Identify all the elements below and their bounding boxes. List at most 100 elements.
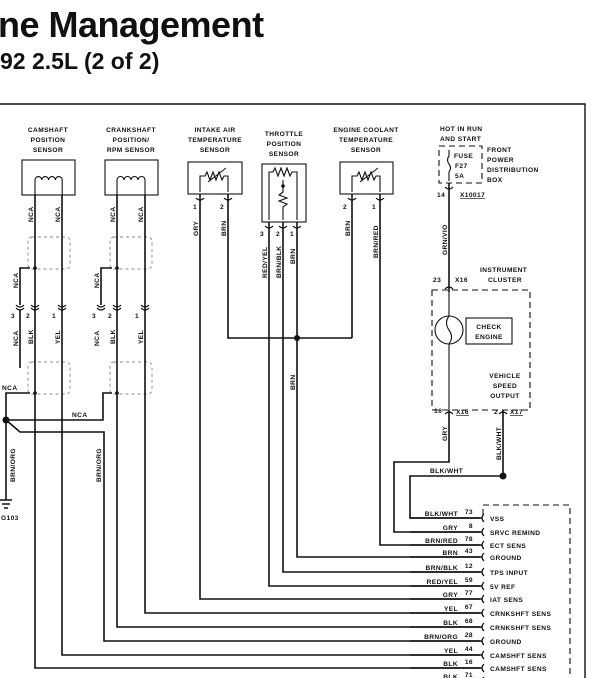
ecm-wire-color: BLK	[443, 661, 458, 668]
connector-terminals	[15, 186, 508, 415]
ecm-row: BLK 71	[443, 672, 485, 678]
pin-23: 23	[433, 277, 441, 284]
power-box-label-2: POWER	[487, 157, 514, 164]
ect-label-2: TEMPERATURE	[339, 137, 393, 144]
engine-coolant-temperature-sensor: ENGINE COOLANT TEMPERATURE SENSOR	[333, 127, 398, 195]
ecm-pin-number: 59	[465, 577, 473, 584]
ecm-terminal	[481, 594, 485, 604]
ecm-wire-color: BRN	[443, 550, 459, 557]
shield-outline	[27, 236, 71, 270]
wire-label: YEL	[55, 330, 62, 344]
wire-ect-brn-red	[379, 194, 482, 546]
pin-label: 1	[290, 231, 294, 238]
wire-tps-brn-blk	[282, 222, 482, 573]
splice-dot	[33, 266, 37, 270]
ecm-terminal	[481, 663, 485, 673]
fuse-rating: 5A	[455, 173, 464, 180]
pin-label: 2	[26, 313, 30, 320]
coil-icon	[116, 175, 146, 195]
wire-label: BRN	[290, 249, 297, 265]
wire-label: NCA	[55, 207, 62, 223]
vss-label-2: SPEED	[493, 383, 517, 390]
ecm-pin-function: CRNKSHFT SENS	[490, 611, 551, 618]
wire-label: BLK/WHT	[430, 468, 463, 475]
thermistor-icon	[199, 167, 229, 192]
ecm-terminal	[481, 567, 485, 577]
wire-label: BRN/BLK	[276, 246, 283, 278]
wire-label: GRY	[193, 221, 200, 236]
tps-label-2: POSITION	[267, 141, 302, 148]
pin-label: 2	[343, 204, 347, 211]
ecm-pin-function: VSS	[490, 516, 505, 523]
wire-label: YEL	[138, 330, 145, 344]
pin-label: 3	[92, 313, 96, 320]
wire-label: NCA	[2, 385, 18, 392]
tps-label-3: SENSOR	[269, 151, 299, 158]
ecm-pin-number: 16	[465, 659, 473, 666]
wire-label: BRN/RED	[373, 225, 380, 258]
ecm-wire-color: RED/YEL	[427, 579, 458, 586]
ecm-pin-function: GROUND	[490, 639, 522, 646]
wire-iat-gry	[199, 194, 482, 600]
ecm-pin-number: 67	[465, 604, 473, 611]
wire-label: RED/YEL	[262, 247, 269, 278]
ecm-wire-color: BLK	[443, 620, 458, 627]
wire-label: NCA	[138, 207, 145, 223]
page-subtitle: 92 2.5L (2 of 2)	[0, 48, 160, 74]
wire-label: NCA	[28, 207, 35, 223]
throttle-position-sensor: THROTTLE POSITION SENSOR	[261, 131, 307, 223]
wires	[0, 183, 507, 669]
wire-cam-nca-shield	[19, 267, 30, 305]
ecm-pin-function: SRVC REMIND	[490, 530, 540, 537]
fuse-box-outline	[438, 145, 483, 184]
shield-outline	[27, 361, 71, 395]
ecm-wire-color: GRY	[443, 525, 458, 532]
connector-x10017: X10017	[460, 192, 485, 199]
instrument-cluster: INSTRUMENT CLUSTER 23 X16 CHECK ENGINE V…	[431, 267, 531, 411]
lamp-filament	[445, 315, 453, 345]
wire-crank-nca-shield	[100, 267, 112, 305]
power-box-label-3: DISTRIBUTION	[487, 167, 539, 174]
front-power-distribution-box: HOT IN RUN AND START FUSE F27 5A FRONT P…	[438, 126, 539, 184]
ground-icon	[0, 499, 12, 509]
splice-dot	[115, 266, 119, 270]
potentiometer-icon	[268, 166, 298, 220]
ecm-pin-number: 44	[465, 646, 473, 653]
wire-label: NCA	[72, 412, 88, 419]
ecm-pin-function: CRNKSHFT SENS	[490, 625, 551, 632]
ecm-terminal	[481, 608, 485, 618]
page-title: ne Management	[0, 4, 264, 45]
ecm-outline	[482, 504, 571, 678]
cluster-label-1: INSTRUMENT	[480, 267, 527, 274]
pin-label: 1	[372, 204, 376, 211]
pin-label: 1	[135, 313, 139, 320]
ecm-terminal	[481, 650, 485, 660]
ecm-pin-number: 68	[465, 618, 473, 625]
splice-dot	[33, 391, 37, 395]
ecm-terminal	[481, 527, 485, 537]
ecm-pin-function: CAMSHFT SENS	[490, 653, 547, 660]
splice-dot	[499, 472, 507, 480]
intake-air-temperature-sensor: INTAKE AIR TEMPERATURE SENSOR	[187, 127, 243, 195]
cluster-label-2: CLUSTER	[488, 277, 522, 284]
check-engine-label-2: ENGINE	[475, 334, 503, 341]
ecm-pin-number: 78	[465, 536, 473, 543]
crankshaft-label-1: CRANKSHAFT	[106, 127, 156, 134]
ecm-pin-number: 71	[465, 672, 473, 678]
ecm-pin-function: ECT SENS	[490, 543, 526, 550]
ecm-pin-function: TPS INPUT	[490, 570, 528, 577]
ecm-pin-number: 12	[465, 563, 473, 570]
vss-label-3: OUTPUT	[490, 393, 520, 400]
frame-border	[0, 103, 586, 678]
ecm-wire-color: BLK	[443, 674, 458, 678]
connector-x17: X17	[510, 409, 523, 416]
wire-labels: NCA NCA NCA NCA BLK YEL NCA NCA NCA NCA …	[1, 207, 503, 523]
wire-iat-brn	[227, 194, 352, 339]
thermistor-icon	[351, 167, 381, 192]
wire-crank-blk	[116, 195, 482, 628]
wire-label: BRN	[221, 221, 228, 237]
